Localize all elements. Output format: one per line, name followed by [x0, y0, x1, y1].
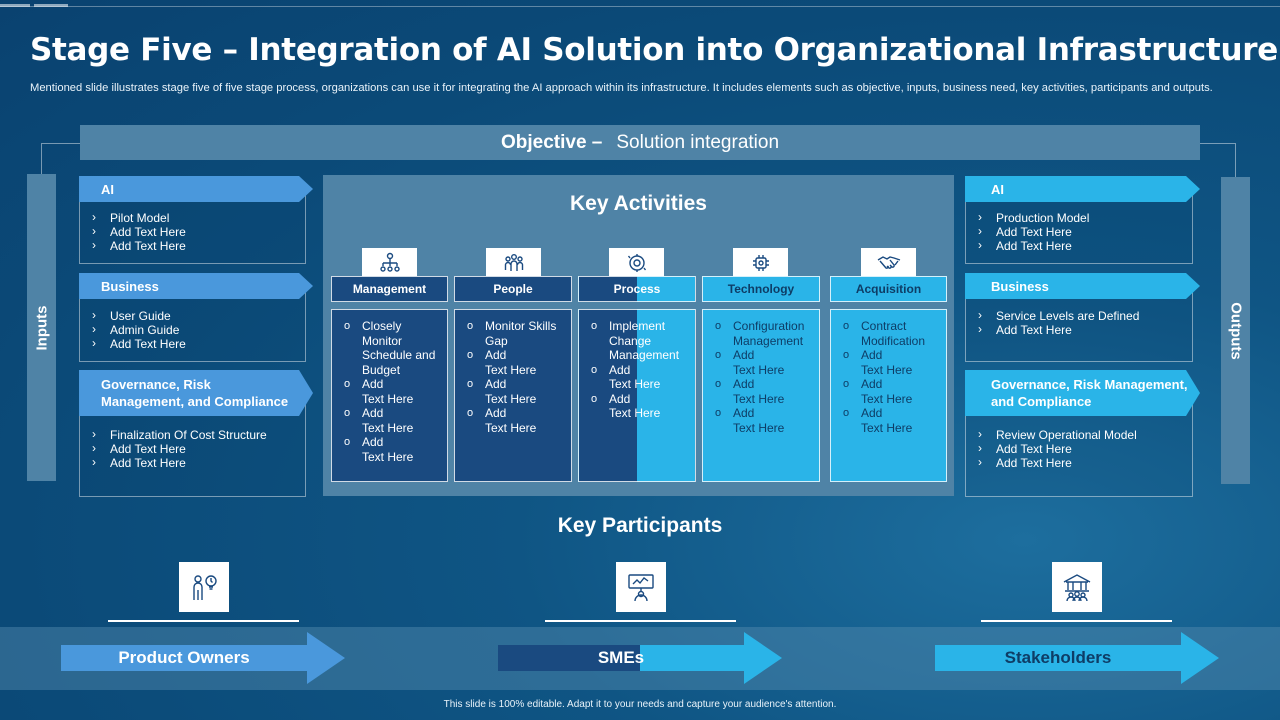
key-activities-title: Key Activities [570, 192, 707, 215]
list-item: Add Text Here [90, 238, 186, 253]
list-item: Add Text Here [90, 441, 267, 456]
list-item: Add Text Here [976, 322, 1139, 337]
page-subtitle: Mentioned slide illustrates stage five o… [30, 82, 1213, 94]
column-header-management: Management [331, 276, 448, 302]
participant-underline [545, 620, 736, 622]
outputs-sidebar: Outputs [1221, 177, 1250, 484]
inputs-sidebar: Inputs [27, 174, 56, 481]
top-mark [34, 4, 68, 7]
top-mark [0, 4, 30, 7]
inputs-business-header: Business [79, 273, 313, 299]
list-item: Add Text Here [713, 348, 813, 377]
inputs-label: Inputs [33, 305, 50, 350]
outputs-business-header: Business [965, 273, 1200, 299]
column-header-acquisition: Acquisition [830, 276, 947, 302]
list-item: Monitor Skills Gap [465, 319, 565, 348]
list-item: Implement Change Management [589, 319, 689, 363]
column-body-management: Closely Monitor Schedule and Budget Add … [331, 309, 448, 482]
key-participants-title: Key Participants [557, 514, 723, 537]
gear-cycle-icon [609, 248, 664, 278]
footer-note: This slide is 100% editable. Adapt it to… [443, 699, 837, 710]
outputs-ai-header: AI [965, 176, 1200, 202]
outputs-governance-list: Review Operational Model Add Text Here A… [976, 427, 1137, 470]
inputs-business-list: User Guide Admin Guide Add Text Here [90, 308, 186, 351]
people-list: Monitor Skills Gap Add Text Here Add Tex… [465, 319, 565, 435]
list-item: Add Text Here [465, 348, 565, 377]
top-rule [0, 6, 1280, 7]
column-header-people: People [454, 276, 572, 302]
participant-underline [108, 620, 299, 622]
list-item: Add Text Here [589, 392, 689, 421]
list-item: Add Text Here [90, 224, 186, 239]
column-body-acquisition: Contract Modification Add Text Here Add … [830, 309, 947, 482]
inputs-governance-header: Governance, Risk Management, and Complia… [79, 370, 313, 416]
list-item: User Guide [90, 308, 186, 323]
inputs-ai-header: AI [79, 176, 313, 202]
list-item: Finalization Of Cost Structure [90, 427, 267, 442]
presentation-icon [616, 562, 666, 612]
column-body-process: Implement Change Management Add Text Her… [578, 309, 696, 482]
list-item: Contract Modification [841, 319, 940, 348]
acquisition-list: Contract Modification Add Text Here Add … [841, 319, 940, 435]
list-item: Configuration Management [713, 319, 813, 348]
process-list: Implement Change Management Add Text Her… [589, 319, 689, 421]
list-item: Add Text Here [976, 224, 1089, 239]
list-item: Service Levels are Defined [976, 308, 1139, 323]
list-item: Add Text Here [465, 377, 565, 406]
participant-label: Product Owners [118, 648, 250, 667]
objective-label: Objective – [500, 131, 603, 153]
list-item: Add Text Here [976, 441, 1137, 456]
handshake-icon [861, 248, 916, 278]
outputs-governance-header: Governance, Risk Management, and Complia… [965, 370, 1200, 416]
inputs-governance-list: Finalization Of Cost Structure Add Text … [90, 427, 267, 470]
list-item: Add Text Here [90, 455, 267, 470]
list-item: Add Text Here [976, 238, 1089, 253]
participant-label: Stakeholders [1004, 648, 1112, 667]
list-item: Production Model [976, 210, 1089, 225]
people-icon [486, 248, 541, 278]
list-item: Add Text Here [713, 377, 813, 406]
management-list: Closely Monitor Schedule and Budget Add … [342, 319, 441, 464]
bank-group-icon [1052, 562, 1102, 612]
org-chart-icon [362, 248, 417, 278]
outputs-ai-list: Production Model Add Text Here Add Text … [976, 210, 1089, 253]
column-body-technology: Configuration Management Add Text Here A… [702, 309, 820, 482]
list-item: Admin Guide [90, 322, 186, 337]
column-header-process: Process [578, 276, 696, 302]
page-title: Stage Five – Integration of AI Solution … [30, 32, 1278, 68]
list-item: Add Text Here [342, 377, 441, 406]
list-item: Add Text Here [465, 406, 565, 435]
outputs-label: Outputs [1227, 301, 1244, 360]
list-item: Add Text Here [589, 363, 689, 392]
list-item: Add Text Here [342, 406, 441, 435]
list-item: Add Text Here [342, 435, 441, 464]
list-item: Review Operational Model [976, 427, 1137, 442]
list-item: Add Text Here [841, 348, 940, 377]
list-item: Pilot Model [90, 210, 186, 225]
objective-connector-left [41, 143, 80, 174]
person-idea-icon [179, 562, 229, 612]
outputs-business-list: Service Levels are Defined Add Text Here [976, 308, 1139, 337]
list-item: Add Text Here [713, 406, 813, 435]
objective-connector-right [1200, 143, 1236, 177]
participant-underline [981, 620, 1172, 622]
list-item: Add Text Here [90, 336, 186, 351]
chip-icon [733, 248, 788, 278]
technology-list: Configuration Management Add Text Here A… [713, 319, 813, 435]
column-header-technology: Technology [702, 276, 820, 302]
participant-label: SMEs [597, 648, 645, 667]
column-body-people: Monitor Skills Gap Add Text Here Add Tex… [454, 309, 572, 482]
objective-bar: Objective – Solution integration [80, 125, 1200, 160]
list-item: Closely Monitor Schedule and Budget [342, 319, 441, 377]
list-item: Add Text Here [976, 455, 1137, 470]
list-item: Add Text Here [841, 406, 940, 435]
list-item: Add Text Here [841, 377, 940, 406]
inputs-ai-list: Pilot Model Add Text Here Add Text Here [90, 210, 186, 253]
objective-value: Solution integration [616, 131, 780, 153]
